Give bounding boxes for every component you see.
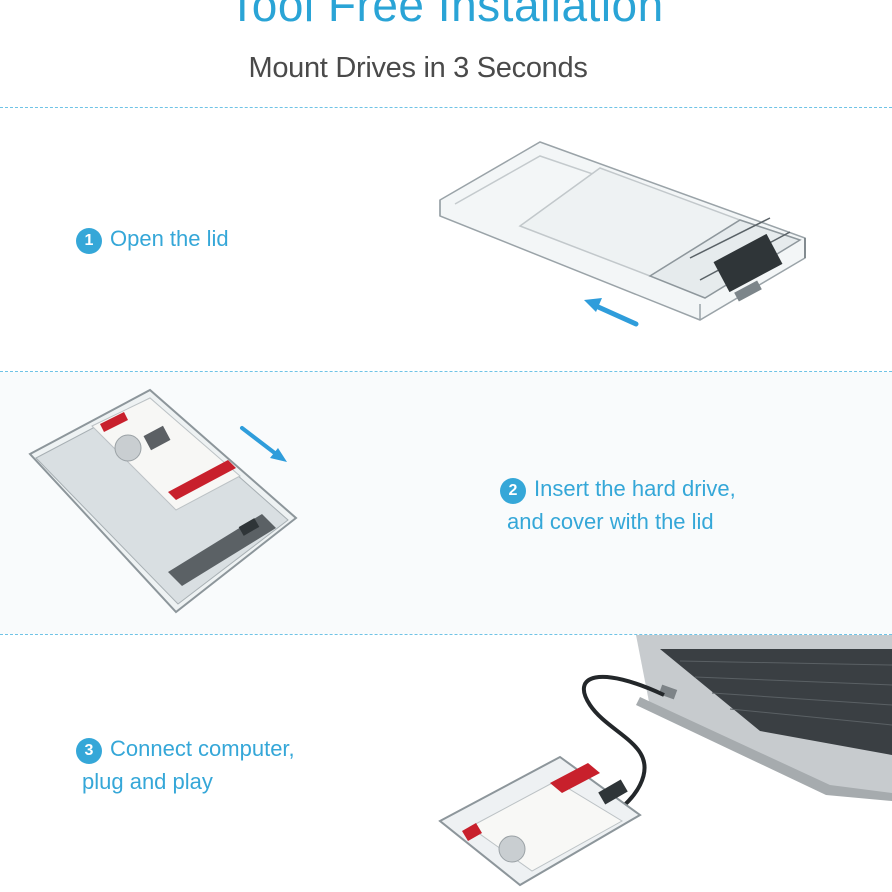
step-3-panel: 3 Connect computer, plug and play	[0, 635, 892, 892]
slide-arrow-icon	[584, 298, 639, 327]
connect-computer-illustration	[438, 635, 892, 887]
step-1-text: Open the lid	[110, 226, 229, 251]
step-2-text-line2: and cover with the lid	[507, 509, 714, 534]
step-3-text-line2: plug and play	[82, 769, 213, 794]
step-1-number-badge: 1	[76, 228, 102, 254]
page-title: Tool Free Installation	[228, 0, 664, 31]
header: Tool Free Installation Mount Drives in 3…	[0, 0, 892, 108]
section-divider	[0, 634, 892, 635]
section-divider	[0, 371, 892, 372]
usb-cable-image	[582, 674, 665, 823]
step-2-panel: 2 Insert the hard drive, and cover with t…	[0, 372, 892, 634]
section-divider	[0, 107, 892, 108]
step-3-caption: 3 Connect computer, plug and play	[76, 732, 295, 798]
page-subtitle: Mount Drives in 3 Seconds	[248, 52, 588, 84]
sata-connector-board	[713, 233, 783, 302]
step-3-number-badge: 3	[76, 738, 102, 764]
connected-enclosure-image	[438, 755, 642, 887]
enclosure-open-lid-illustration	[439, 141, 806, 327]
step-2-text-line1: Insert the hard drive,	[534, 476, 736, 501]
step-2-number-badge: 2	[500, 478, 526, 504]
laptop-image	[636, 635, 892, 801]
enclosure-with-hard-drive-image	[28, 388, 298, 614]
step-2-caption: 2 Insert the hard drive, and cover with t…	[500, 472, 736, 538]
insert-arrow-icon	[240, 426, 287, 462]
step-1-caption: 1 Open the lid	[76, 222, 229, 255]
step-1-panel: 1 Open the lid	[0, 108, 892, 371]
insert-drive-illustration	[28, 388, 298, 614]
step-3-text-line1: Connect computer,	[110, 736, 295, 761]
